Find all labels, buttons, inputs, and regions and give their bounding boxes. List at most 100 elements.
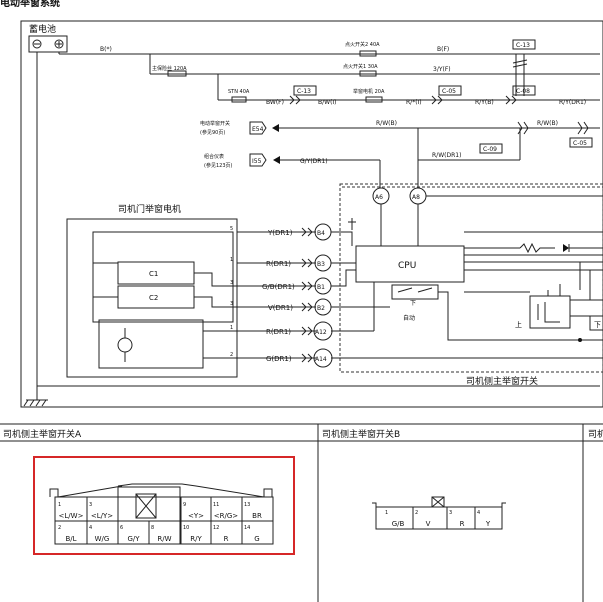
svg-text:1: 1 [230, 257, 233, 263]
fuse-label-key2: 点火开关1 30A [343, 63, 378, 70]
svg-text:13: 13 [244, 502, 250, 508]
svg-text:W/G: W/G [95, 535, 110, 543]
svg-text:R/Y: R/Y [190, 535, 202, 543]
page-title: 电动举窗系统 [0, 0, 60, 9]
highlight-box [33, 456, 295, 555]
e54-tag: E54 [252, 126, 264, 133]
connector-a8: A8 [412, 194, 420, 201]
svg-text:G/Y: G/Y [127, 535, 140, 543]
svg-text:14: 14 [244, 525, 250, 531]
harness-wire-2: 1 R(DR1) [230, 257, 316, 268]
cpu-block [355, 245, 465, 283]
svg-text:Y: Y [485, 520, 491, 528]
connector-b-pinout [372, 496, 506, 530]
svg-text:R: R [460, 520, 465, 528]
motor-symbol [117, 337, 133, 353]
connector-a12: A12 [315, 329, 327, 336]
svg-text:12: 12 [213, 525, 219, 531]
e54-label: 电动举窗开关 [200, 120, 230, 127]
ref-c05b-text: C-05 [573, 140, 587, 147]
svg-text:4: 4 [477, 510, 480, 516]
relay-block [529, 295, 571, 329]
i55-label: 组合仪表 [204, 153, 224, 160]
pin-a-1: 1<L/W> [58, 502, 84, 520]
harness-wire-3: 3 G/B(DR1) [230, 280, 316, 291]
harness-wire-6: 2 G(DR1) [230, 352, 316, 363]
connector-b2: B2 [317, 305, 325, 312]
pin-a-11: 11<R/G> [213, 502, 238, 520]
wire-label-6: G(DR1) [266, 355, 292, 363]
connector-a14: A14 [315, 356, 327, 363]
ref-c05-text: C-05 [442, 88, 456, 95]
battery-label: 蓄电池 [29, 23, 56, 35]
panel-a-title: 司机侧主举窗开关A [3, 428, 82, 440]
battery-symbol [28, 35, 68, 53]
harness-wire-4: 3 V(DR1) [230, 301, 316, 312]
panel-b-title: 司机侧主举窗开关B [322, 428, 400, 440]
svg-text:V: V [426, 520, 431, 528]
pin-a-9: 9<Y> [183, 502, 204, 520]
e54-wire2: R/W(B) [537, 120, 558, 127]
pin-a-2: 2B/L [58, 525, 77, 543]
i55-tag: I55 [252, 158, 262, 165]
i55-sub: (参见123页) [204, 162, 232, 169]
pin-a-6: 6G/Y [120, 525, 140, 543]
svg-text:3: 3 [230, 301, 233, 307]
i55-wire2: R/W(DR1) [432, 152, 461, 159]
wire-label-3: G/B(DR1) [262, 283, 295, 291]
svg-text:<R/G>: <R/G> [214, 512, 239, 520]
connector-a6: A6 [375, 194, 383, 201]
ref-c08 [512, 85, 536, 96]
switch-label-down2: 下 [594, 321, 601, 329]
wire-label-5: R(DR1) [266, 328, 291, 336]
fuse-label-main: 主保险丝 120A [152, 65, 187, 72]
c2-label: C2 [149, 294, 158, 302]
pin-b-1: 1G/B [385, 510, 404, 528]
switch-label-up: 上 [515, 320, 522, 329]
pin-a-12: 12R [213, 525, 229, 543]
svg-text:4: 4 [89, 525, 92, 531]
svg-text:1: 1 [230, 325, 233, 331]
svg-text:10: 10 [183, 525, 189, 531]
ref-c09 [479, 143, 503, 154]
fuse-label-window: 举窗电机 20A [353, 88, 385, 95]
pin-b-3: 3R [449, 510, 465, 528]
wire-label-4: V(DR1) [268, 304, 293, 312]
switch-caption: 司机侧主举窗开关 [466, 375, 538, 387]
e54-sub: (参见90页) [200, 129, 225, 136]
wire-label-2: R(DR1) [266, 260, 291, 268]
svg-text:3: 3 [89, 502, 92, 508]
c1-label: C1 [149, 270, 158, 278]
module-title: 司机门举窗电机 [118, 203, 181, 215]
pin-b-2: 2V [415, 510, 431, 528]
ref-c05 [438, 85, 462, 96]
ref-c05b [569, 137, 593, 148]
wire-label-win3: R/Y(DR1) [559, 99, 586, 106]
wire-label-b: B(*) [100, 46, 112, 53]
ref-c13-mid-text: C-13 [297, 88, 311, 95]
harness-wire-1: 5 Y(DR1) [230, 226, 316, 237]
svg-text:<L/Y>: <L/Y> [91, 512, 113, 520]
svg-text:9: 9 [183, 502, 186, 508]
diagram-frame [20, 20, 603, 408]
pin-b-4: 4Y [477, 510, 491, 528]
pin-a-8: 8R/W [151, 525, 172, 543]
ref-c09-text: C-09 [483, 146, 497, 153]
connector-column: B4 B3 B1 B2 A12 A14 [313, 223, 333, 368]
switch-label-down: 下 [410, 300, 416, 307]
svg-text:G/B: G/B [392, 520, 405, 528]
svg-text:G: G [254, 535, 259, 543]
svg-text:5: 5 [230, 226, 233, 232]
wire-label-1: Y(DR1) [267, 229, 293, 237]
pin-a-14: 14G [244, 525, 260, 543]
svg-text:3: 3 [449, 510, 452, 516]
i55-wire: G/Y(DR1) [300, 158, 328, 165]
panel-c-title: 司机 [588, 428, 603, 440]
svg-text:BR: BR [252, 512, 262, 520]
wire-label-key1: B(F) [437, 46, 449, 53]
wire-label-stn1: BW(F) [266, 99, 284, 106]
pin-a-4: 4W/G [89, 525, 109, 543]
svg-text:2: 2 [415, 510, 418, 516]
connector-a-pinout [49, 483, 274, 545]
